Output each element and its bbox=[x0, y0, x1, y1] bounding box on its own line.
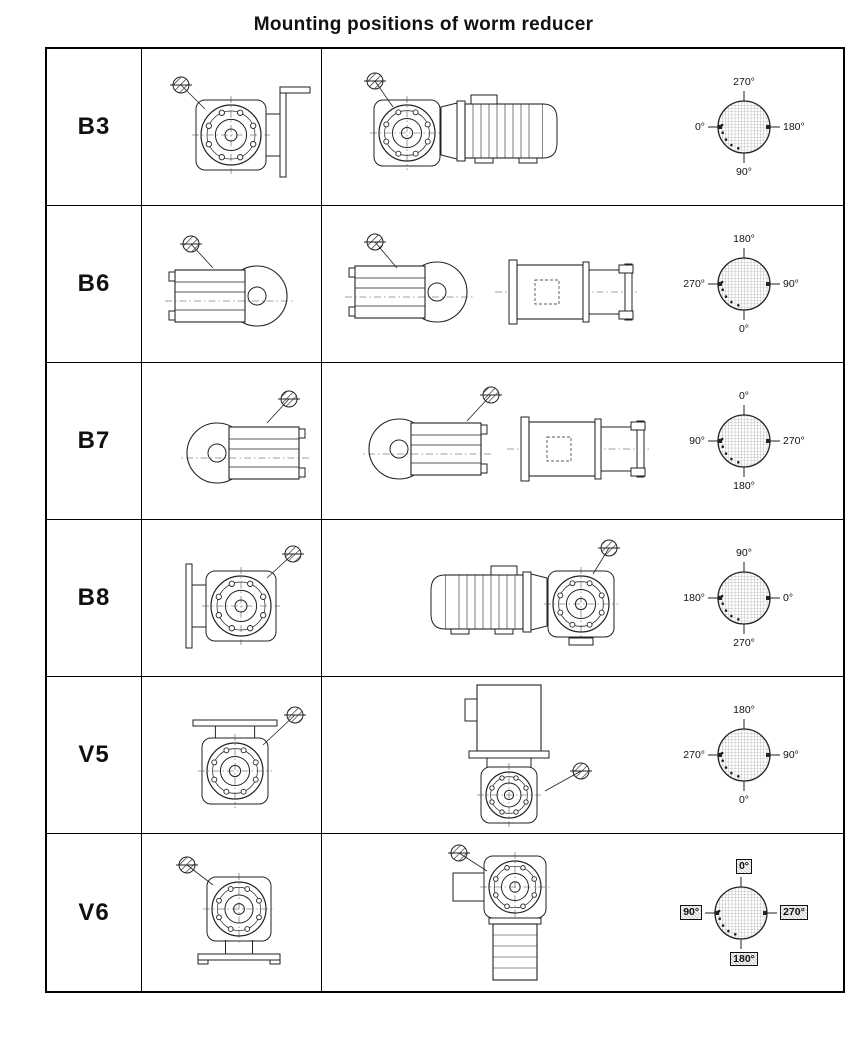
dial-circle bbox=[706, 246, 782, 322]
position-label-cell: V6 bbox=[47, 834, 142, 991]
dial-angle-bottom: 90° bbox=[736, 166, 752, 178]
reducer-with-motor-drawing bbox=[341, 522, 651, 674]
table-row: V5 180° 270° 90° 0° bbox=[47, 677, 843, 834]
position-label: V6 bbox=[78, 898, 110, 926]
page-title: Mounting positions of worm reducer bbox=[253, 14, 594, 35]
worm-reducer-drawing bbox=[143, 51, 321, 203]
dial-angle-left: 270° bbox=[683, 748, 705, 761]
table-row: B7 0° 90° 270° 180° bbox=[47, 363, 843, 520]
assembly-cell: 90° 180° 0° 270° bbox=[322, 520, 843, 676]
angle-dial: 90° 180° 0° 270° bbox=[669, 547, 819, 649]
reducer-drawing-cell bbox=[142, 363, 322, 519]
worm-reducer-drawing bbox=[143, 837, 321, 989]
angle-dial: 270° 0° 180° 90° bbox=[669, 76, 819, 178]
dial-angle-top: 180° bbox=[733, 232, 755, 245]
page: Mounting positions of worm reducer B3 27… bbox=[0, 14, 847, 993]
assembly-cell: 180° 270° 90° 0° bbox=[322, 206, 843, 362]
dial-circle bbox=[706, 560, 782, 636]
reducer-with-motor-drawing bbox=[341, 679, 651, 831]
reducer-drawing-cell bbox=[142, 49, 322, 205]
reducer-with-motor-drawing bbox=[341, 208, 651, 360]
position-label: B8 bbox=[77, 584, 111, 611]
reducer-with-motor-drawing bbox=[341, 51, 651, 203]
dial-circle bbox=[706, 89, 782, 165]
dial-angle-top: 180° bbox=[733, 703, 755, 716]
reducer-with-motor-drawing bbox=[341, 365, 651, 517]
angle-dial: 0° 90° 270° 180° bbox=[669, 390, 819, 492]
dial-angle-right: 0° bbox=[783, 591, 794, 604]
angle-dial: 180° 270° 90° 0° bbox=[669, 704, 819, 806]
dial-angle-right: 270° bbox=[783, 434, 805, 447]
table-row: B3 270° 0° 180° 90° bbox=[47, 49, 843, 206]
dial-circle bbox=[706, 403, 782, 479]
reducer-drawing-cell bbox=[142, 206, 322, 362]
reducer-with-motor-drawing bbox=[341, 837, 651, 989]
dial-angle-right: 270° bbox=[780, 905, 808, 920]
dial-circle bbox=[706, 717, 782, 793]
worm-reducer-drawing bbox=[143, 522, 321, 674]
position-label: B6 bbox=[77, 270, 111, 297]
position-label-cell: B6 bbox=[47, 206, 142, 362]
table-row: B6 180° 270° 90° 0° bbox=[47, 206, 843, 363]
dial-angle-top: 270° bbox=[733, 75, 755, 88]
dial-angle-bottom: 180° bbox=[733, 480, 755, 492]
position-label-cell: B8 bbox=[47, 520, 142, 676]
dial-angle-bottom: 270° bbox=[733, 637, 755, 649]
dial-angle-bottom: 0° bbox=[738, 323, 750, 335]
dial-angle-left: 180° bbox=[683, 591, 705, 604]
worm-reducer-drawing bbox=[143, 365, 321, 517]
table-row: V6 0° 90° 270° 180° bbox=[47, 834, 843, 991]
dial-angle-left: 90° bbox=[689, 434, 705, 447]
angle-dial: 180° 270° 90° 0° bbox=[669, 233, 819, 335]
dial-angle-top: 0° bbox=[735, 859, 753, 874]
dial-angle-right: 180° bbox=[783, 120, 805, 133]
dial-angle-left: 0° bbox=[694, 120, 705, 133]
dial-angle-bottom: 180° bbox=[730, 951, 758, 966]
dial-angle-bottom: 0° bbox=[738, 794, 750, 806]
position-label-cell: B7 bbox=[47, 363, 142, 519]
worm-reducer-drawing bbox=[143, 208, 321, 360]
dial-angle-left: 90° bbox=[680, 905, 703, 920]
dial-angle-top: 90° bbox=[736, 546, 752, 559]
assembly-cell: 0° 90° 270° 180° bbox=[322, 834, 843, 991]
reducer-drawing-cell bbox=[142, 677, 322, 833]
position-label-cell: B3 bbox=[47, 49, 142, 205]
table-row: B8 90° 180° 0° 270° bbox=[47, 520, 843, 677]
position-label-cell: V5 bbox=[47, 677, 142, 833]
worm-reducer-drawing bbox=[143, 679, 321, 831]
reducer-drawing-cell bbox=[142, 834, 322, 991]
dial-angle-top: 0° bbox=[738, 389, 750, 402]
position-label: B7 bbox=[77, 427, 111, 454]
assembly-cell: 0° 90° 270° 180° bbox=[322, 363, 843, 519]
position-label: B3 bbox=[77, 113, 111, 140]
dial-angle-right: 90° bbox=[783, 748, 799, 761]
reducer-drawing-cell bbox=[142, 520, 322, 676]
position-label: V5 bbox=[78, 741, 110, 768]
dial-angle-right: 90° bbox=[783, 277, 799, 290]
angle-dial: 0° 90° 270° 180° bbox=[669, 859, 819, 966]
assembly-cell: 270° 0° 180° 90° bbox=[322, 49, 843, 205]
dial-angle-left: 270° bbox=[683, 277, 705, 290]
dial-circle bbox=[703, 875, 779, 951]
assembly-cell: 180° 270° 90° 0° bbox=[322, 677, 843, 833]
mounting-positions-table: B3 270° 0° 180° 90° B6 bbox=[45, 47, 845, 993]
